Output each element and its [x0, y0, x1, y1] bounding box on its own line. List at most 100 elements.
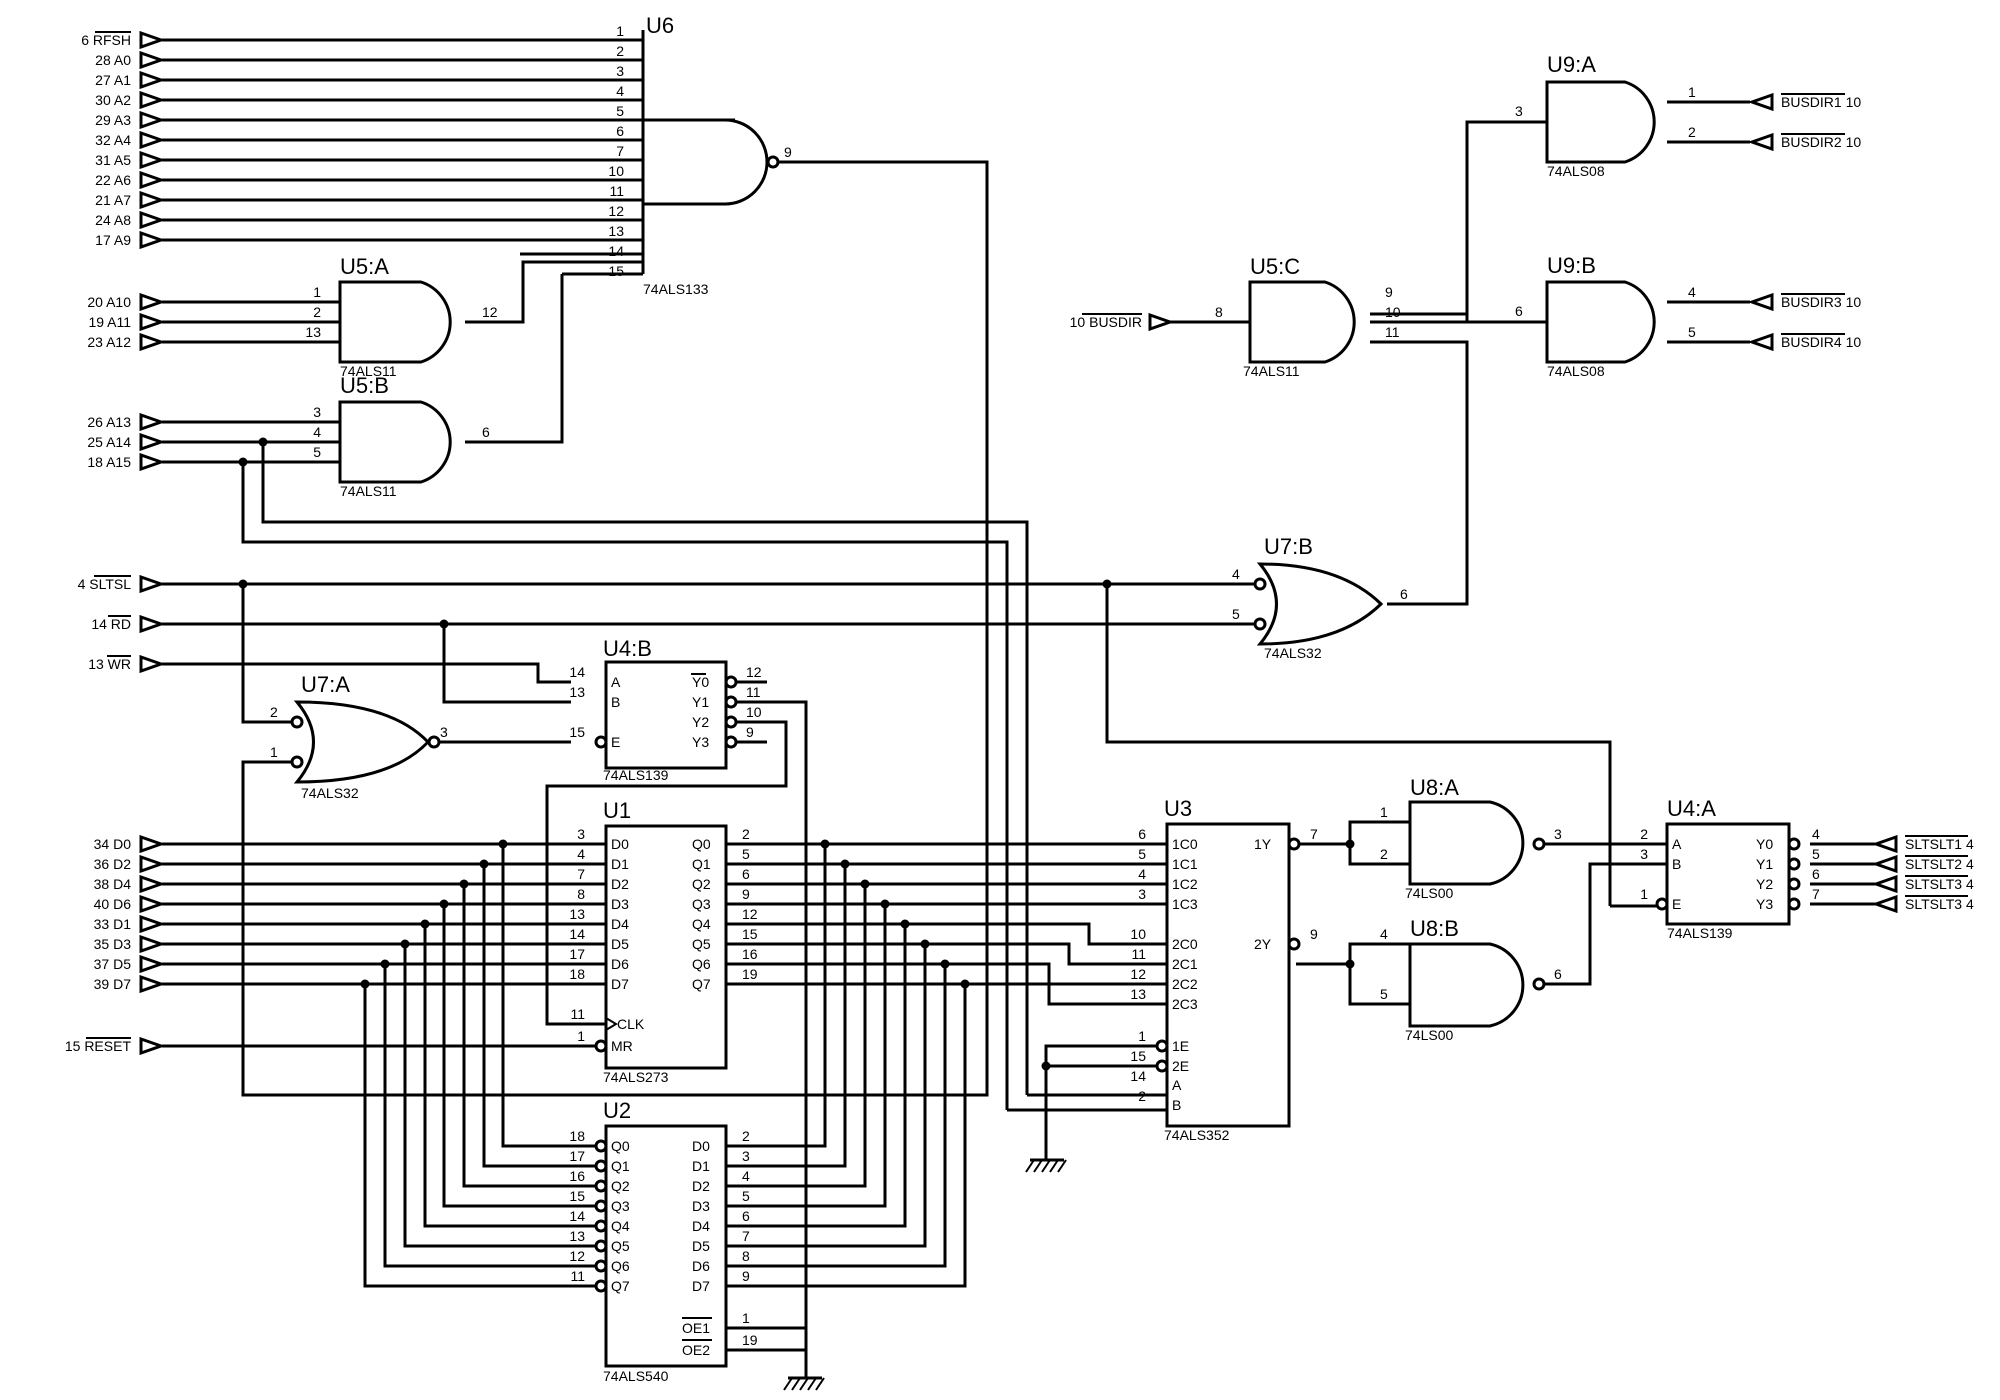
u5b-type: 74ALS11: [340, 483, 397, 499]
u7b-gate: [1256, 562, 1384, 646]
input-port-triangle: [139, 894, 166, 914]
u5b-gate: [338, 400, 452, 484]
u3-in-1c3: 1C3: [1172, 896, 1198, 912]
u6-pin-1: 1: [616, 23, 624, 39]
input-port-triangle: [139, 30, 166, 50]
u1-in-d5: D5: [611, 936, 629, 952]
u4a-pin-4: 4: [1812, 826, 1820, 842]
port-a8: 24 A8: [95, 212, 131, 228]
u4b-out-bubbles: [724, 675, 738, 749]
u1-pin-7: 7: [577, 866, 585, 882]
input-port-triangle: [139, 292, 166, 312]
port-a9: 17 A9: [95, 232, 131, 248]
input-port-triangle: [139, 834, 166, 854]
u3-type: 74ALS352: [1164, 1127, 1230, 1143]
u1-pin-15: 15: [742, 926, 758, 942]
u2-right-oe2: OE2: [682, 1342, 710, 1358]
port-a3: 29 A3: [95, 112, 131, 128]
junction-dot: [360, 979, 370, 989]
u9b-pin-4: 4: [1688, 284, 1696, 300]
u3-in-2c0: 2C0: [1172, 936, 1198, 952]
u3-pin-1: 1: [1138, 1028, 1146, 1044]
u6-pin-7: 7: [616, 143, 624, 159]
u1-pin-1: 1: [577, 1028, 585, 1044]
u3-out-1y: 1Y: [1254, 836, 1272, 852]
port-a4: 32 A4: [95, 132, 131, 148]
u5a-pin-12: 12: [482, 304, 498, 320]
port-sltsl: 4 SLTSL: [78, 576, 132, 592]
u4a-pin-1: 1: [1640, 886, 1648, 902]
u1-out-q6: Q6: [692, 956, 711, 972]
u1-out-q2: Q2: [692, 876, 711, 892]
u3-1e-bubble: [1155, 1039, 1169, 1053]
u9b-pin-5: 5: [1688, 324, 1696, 340]
u3-pin-6: 6: [1138, 826, 1146, 842]
u5b-ref: U5:B: [340, 373, 389, 398]
u5b-pin-6: 6: [482, 424, 490, 440]
u3-in-2c1: 2C1: [1172, 956, 1198, 972]
u4b-pin-11: 11: [746, 684, 761, 700]
u7b-pin-4: 4: [1232, 566, 1240, 582]
ground-symbol-u3: [1025, 1158, 1067, 1173]
u3-in-2c2: 2C2: [1172, 976, 1198, 992]
junction-dot: [960, 979, 970, 989]
u8a-bubble: [1532, 837, 1546, 851]
u6-gate: [641, 118, 769, 206]
input-port-triangle: [139, 130, 166, 150]
u5c-pin-10: 10: [1385, 304, 1401, 320]
u2-pin-15: 15: [569, 1188, 585, 1204]
junction-dot: [1345, 839, 1355, 849]
u7b-ref: U7:B: [1264, 534, 1313, 559]
u7b-type: 74ALS32: [1264, 645, 1322, 661]
u2-oe-overbars: [682, 1317, 712, 1341]
input-port-triangle: [139, 150, 166, 170]
port-d2: 36 D2: [94, 856, 132, 872]
u6-pin-2: 2: [616, 43, 624, 59]
u1-ref: U1: [603, 798, 631, 823]
u9a-type: 74ALS08: [1547, 163, 1605, 179]
u8a-ref: U8:A: [1410, 775, 1459, 800]
u3-pin-5: 5: [1138, 846, 1146, 862]
u7b-bubble-5: [1253, 617, 1267, 631]
u3-pin-9: 9: [1310, 926, 1318, 942]
input-port-triangle: [139, 110, 166, 130]
u4a-in-b: B: [1672, 856, 1681, 872]
u1-pin-5: 5: [742, 846, 750, 862]
input-port-triangle: [139, 50, 166, 70]
u4a-pin-2: 2: [1640, 826, 1648, 842]
u7a-type: 74ALS32: [301, 785, 359, 801]
u4b-e-bubble: [594, 735, 608, 749]
junction-dot: [860, 879, 870, 889]
u6-pin-12: 12: [608, 203, 624, 219]
output-port-triangle: [1747, 92, 1774, 112]
u2-right-d7: D7: [692, 1278, 710, 1294]
u1-type: 74ALS273: [603, 1069, 669, 1085]
u7a-ref: U7:A: [301, 672, 350, 697]
u7b-bubble-4: [1253, 577, 1267, 591]
port-sltslt2: SLTSLT2 4: [1905, 856, 1974, 872]
u5c-pin-11: 11: [1385, 324, 1400, 340]
port-d7: 39 D7: [94, 976, 132, 992]
u6-pin-4: 4: [616, 83, 624, 99]
junction-dot: [1102, 579, 1112, 589]
u5c-ref: U5:C: [1250, 254, 1300, 279]
junction-dot: [880, 899, 890, 909]
u4b-pin-12: 12: [746, 664, 762, 680]
u5c-gate: [1248, 280, 1356, 364]
input-port-triangle: [139, 312, 166, 332]
u2-pin-14: 14: [569, 1208, 585, 1224]
u3-2e-bubble: [1155, 1059, 1169, 1073]
ground-symbol-u2: [783, 1350, 825, 1391]
u6-bubble: [766, 155, 780, 169]
u1-pin-6: 6: [742, 866, 750, 882]
u1-in-d2: D2: [611, 876, 629, 892]
u4a-pin-5: 5: [1812, 846, 1820, 862]
output-port-triangle: [1747, 292, 1774, 312]
u2-pin-5: 5: [742, 1188, 750, 1204]
port-a5: 31 A5: [95, 152, 131, 168]
u6-pin-6: 6: [616, 123, 624, 139]
u2-left-q6: Q6: [611, 1258, 630, 1274]
u2-pin-9: 9: [742, 1268, 750, 1284]
junction-dot: [940, 959, 950, 969]
u1-box: [604, 824, 728, 1070]
